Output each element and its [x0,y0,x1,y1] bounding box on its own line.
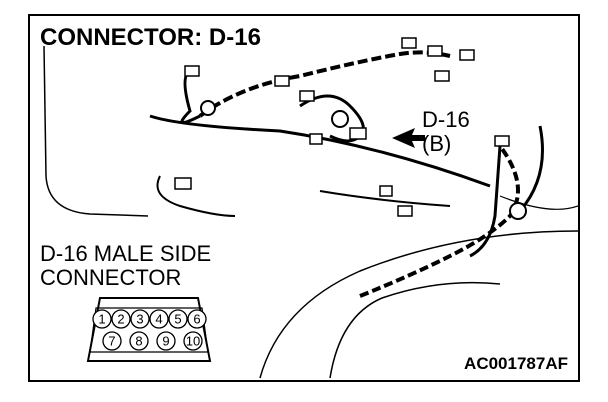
connector-small-left [174,177,192,190]
connector-mid-1 [274,75,290,87]
callout-connector-id: D-16 [422,107,470,132]
page-title: CONNECTOR: D-16 [40,24,261,51]
harness-middle [319,190,451,207]
male-side-label-line2: CONNECTOR [40,265,182,290]
pin-8 [129,331,149,351]
callout-location-code: (B) [422,131,452,156]
pin-label-9: 9 [162,334,169,349]
pin-label-2: 2 [117,312,124,327]
harness-lower [359,144,520,298]
callout-arrow [392,128,425,148]
pin-label-8: 8 [135,334,142,349]
pin-label-6: 6 [193,312,200,327]
connector-c1 [309,133,323,145]
harness-left-drop [180,69,201,124]
connector-top-2 [427,45,443,57]
harness-right-vertical [469,145,502,258]
harness-upper [198,50,451,118]
pin-label-3: 3 [136,312,143,327]
connector-top-4 [434,70,450,82]
connector-lower-2 [397,205,413,217]
pin-label-1: 1 [98,312,105,327]
male-side-label-line1: D-16 MALE SIDE [40,241,212,266]
harness-right-branch [518,125,544,212]
connector-top-1 [401,37,417,49]
body-panel-left [43,45,149,217]
connector-left-1 [184,65,200,77]
d16-callout-label: D-16 (B) [422,108,470,156]
pin-6 [187,309,207,329]
connector-top-3 [459,49,475,61]
connector-d16 [349,127,367,140]
pin-label-5: 5 [174,312,181,327]
connector-lower-1 [379,185,393,197]
harness-long [149,114,491,188]
grommet-left [200,100,216,116]
grommet-center [331,110,349,128]
pin-10 [183,331,203,351]
figure-code: AC001787AF [464,354,568,373]
connector-mid-2 [299,90,315,102]
pin-7 [102,331,122,351]
pin-3 [130,309,150,329]
male-connector-face [86,297,212,362]
pin-label-10: 10 [186,334,200,349]
grommet-right [509,202,527,220]
pin-label-7: 7 [108,334,115,349]
connector-right-1 [494,135,510,147]
wheel-arch [329,281,501,379]
pin-5 [168,309,188,329]
pin-2 [111,309,131,329]
body-edge-right [499,195,578,210]
male-side-label: D-16 MALE SIDE CONNECTOR [40,242,211,290]
pin-1 [92,309,112,329]
pin-label-4: 4 [155,312,162,327]
harness-small-left [156,175,236,217]
pin-9 [156,331,176,351]
fender-outline [259,230,578,379]
harness-loop [299,94,365,143]
pin-4 [149,309,169,329]
